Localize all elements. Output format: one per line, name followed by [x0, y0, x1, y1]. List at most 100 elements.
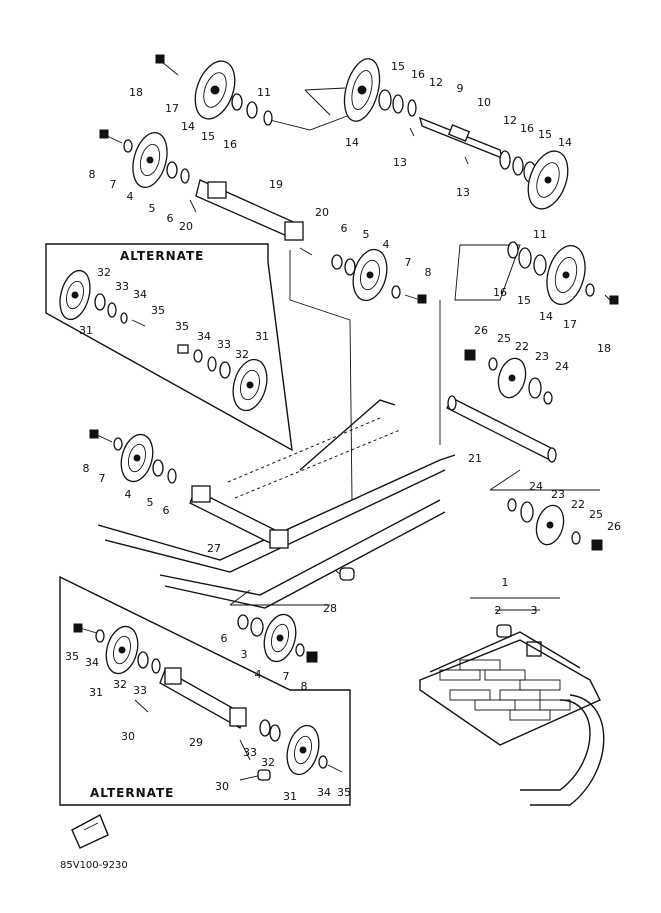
- callout: 32: [261, 756, 275, 769]
- callout: 9: [457, 82, 464, 95]
- wheel-14-top-left: [155, 54, 273, 126]
- alternate-top-panel: ALTERNATE: [45, 243, 293, 452]
- callout: 7: [405, 256, 412, 269]
- callout: 20: [315, 206, 329, 219]
- callout: 1: [502, 576, 509, 589]
- wheel-4-upper-left: [99, 129, 313, 256]
- callout: 15: [517, 294, 531, 307]
- callout: 18: [129, 86, 143, 99]
- callout: 16: [411, 68, 425, 81]
- callout: 28: [323, 602, 337, 615]
- callout: 33: [243, 746, 257, 759]
- callout: 11: [533, 228, 547, 241]
- callout: 5: [147, 496, 154, 509]
- callout: 5: [363, 228, 370, 241]
- shaft-21-assembly: [446, 349, 603, 551]
- callout: 2: [495, 604, 502, 617]
- callout: 3: [241, 648, 248, 661]
- callout: 34: [317, 786, 331, 799]
- callout: 26: [474, 324, 488, 337]
- callout: 29: [189, 736, 203, 749]
- front-marker-icon: [71, 814, 109, 849]
- callout: 31: [255, 330, 269, 343]
- callout: 13: [393, 156, 407, 169]
- callout: 16: [520, 122, 534, 135]
- callout: 15: [538, 128, 552, 141]
- wheel-14-top-center: [343, 58, 569, 210]
- wheel-4-middle: [89, 429, 355, 581]
- callout: 7: [99, 472, 106, 485]
- callout: 23: [551, 488, 565, 501]
- callout: 19: [269, 178, 283, 191]
- callout: 15: [201, 130, 215, 143]
- callout: 14: [539, 310, 553, 323]
- callout: 6: [167, 212, 174, 225]
- drawing-code: 85V100-9230: [60, 860, 128, 871]
- callout: 6: [341, 222, 348, 235]
- callout: 33: [217, 338, 231, 351]
- callout: 32: [113, 678, 127, 691]
- callout: 4: [255, 668, 262, 681]
- callout: 33: [133, 684, 147, 697]
- alternate-bottom-panel: ALTERNATE: [59, 575, 351, 806]
- callout: 11: [257, 86, 271, 99]
- callout: 8: [301, 680, 308, 693]
- callout: 33: [115, 280, 129, 293]
- callout: 22: [571, 498, 585, 511]
- callout: 13: [456, 186, 470, 199]
- callout: 4: [125, 488, 132, 501]
- callout: 16: [493, 286, 507, 299]
- callout: 35: [175, 320, 189, 333]
- callout: 17: [165, 102, 179, 115]
- callout: 6: [221, 632, 228, 645]
- callout: 12: [503, 114, 517, 127]
- alternate-bottom-label: ALTERNATE: [90, 786, 174, 800]
- callout: 30: [215, 780, 229, 793]
- callout: 7: [110, 178, 117, 191]
- wheel-4-lower: [237, 613, 318, 663]
- wheel-4-upper-right: [331, 248, 427, 304]
- callout: 12: [429, 76, 443, 89]
- callout: 8: [83, 462, 90, 475]
- callout: 17: [563, 318, 577, 331]
- callout: 34: [133, 288, 147, 301]
- callout: 22: [515, 340, 529, 353]
- wheel-14-right-middle: [507, 241, 619, 305]
- track-assembly: [419, 597, 605, 806]
- callout: 18: [597, 342, 611, 355]
- callout: 35: [151, 304, 165, 317]
- callout: 14: [558, 136, 572, 149]
- callout: 35: [65, 650, 79, 663]
- callout-labels: 18 17 14 15 16 11 14 15 16 12 9 10 13 12…: [65, 60, 621, 803]
- callout: 27: [207, 542, 221, 555]
- callout: 35: [337, 786, 351, 799]
- callout: 16: [223, 138, 237, 151]
- callout: 15: [391, 60, 405, 73]
- callout: 31: [283, 790, 297, 803]
- callout: 14: [181, 120, 195, 133]
- callout: 34: [197, 330, 211, 343]
- alternate-top-label: ALTERNATE: [120, 249, 204, 263]
- callout: 30: [121, 730, 135, 743]
- alternate-top-wheels: [59, 269, 268, 412]
- callout: 20: [179, 220, 193, 233]
- callout: 3: [531, 604, 538, 617]
- callout: 32: [97, 266, 111, 279]
- callout: 24: [555, 360, 569, 373]
- callout: 5: [149, 202, 156, 215]
- callout: 21: [468, 452, 482, 465]
- callout: 23: [535, 350, 549, 363]
- callout: 25: [497, 332, 511, 345]
- callout: 6: [163, 504, 170, 517]
- callout: 26: [607, 520, 621, 533]
- callout: 14: [345, 136, 359, 149]
- callout: 4: [127, 190, 134, 203]
- callout: 34: [85, 656, 99, 669]
- callout: 8: [425, 266, 432, 279]
- callout: 32: [235, 348, 249, 361]
- leader-lines: [229, 87, 600, 761]
- callout: 25: [589, 508, 603, 521]
- callout: 7: [283, 670, 290, 683]
- alternate-bottom-wheels: [73, 623, 343, 781]
